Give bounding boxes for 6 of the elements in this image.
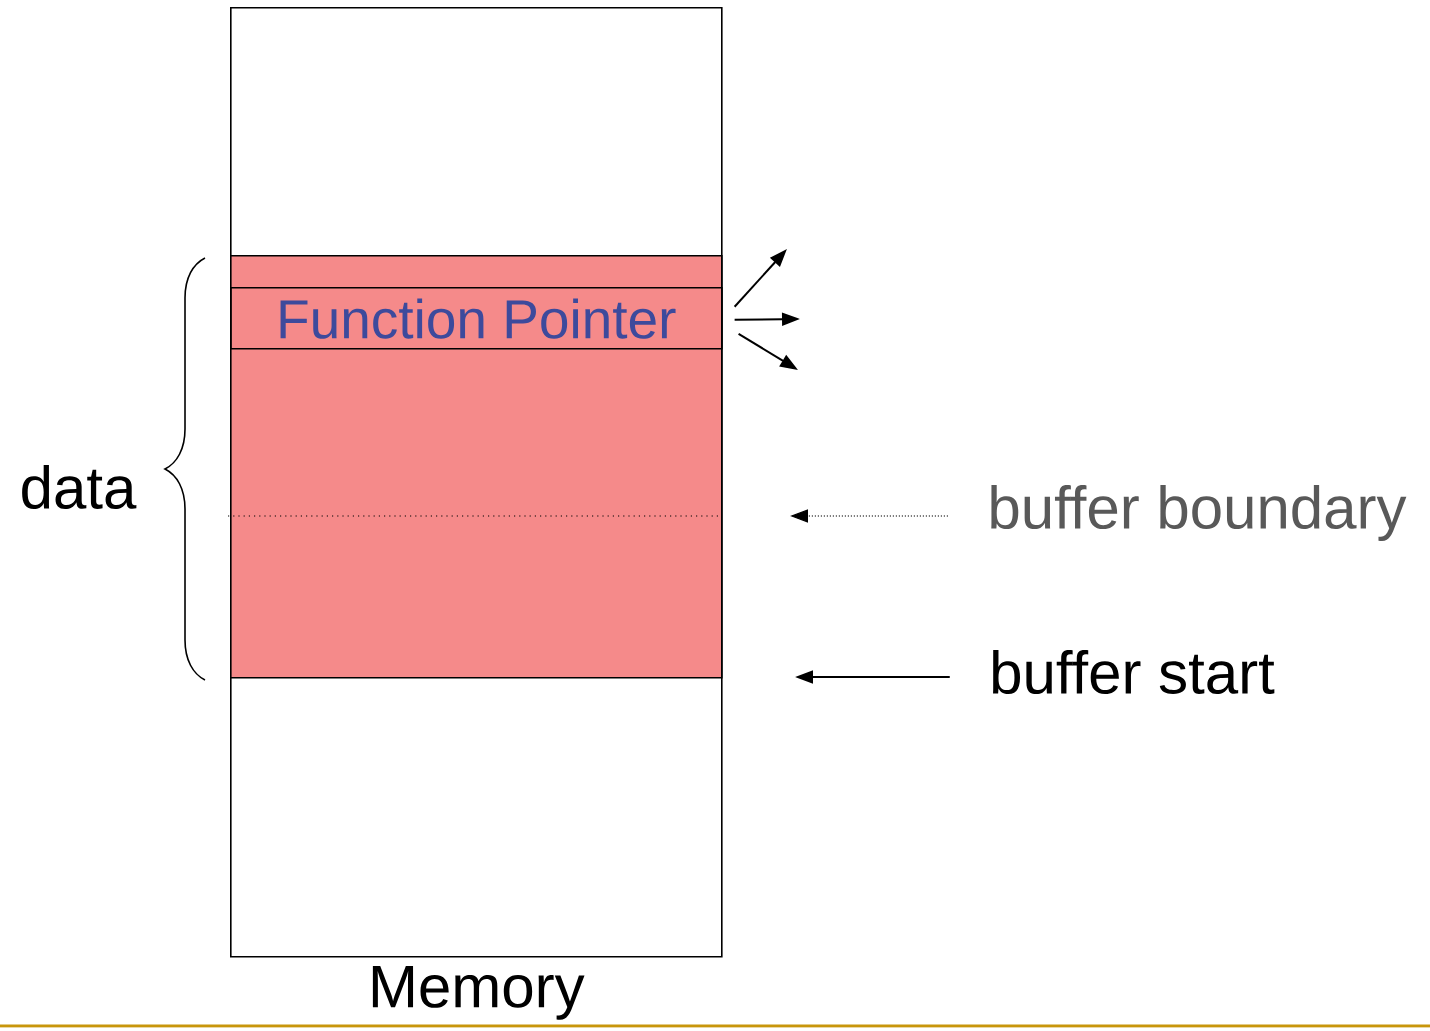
side-label: data bbox=[22, 464, 137, 510]
memory-band: Function Pointer bbox=[230, 287, 723, 350]
hatched-region bbox=[230, 255, 723, 679]
annotation-text: buffer start bbox=[993, 649, 1275, 695]
node-label: Memory bbox=[372, 966, 585, 1020]
annotation-text: buffer boundary bbox=[991, 485, 1407, 541]
